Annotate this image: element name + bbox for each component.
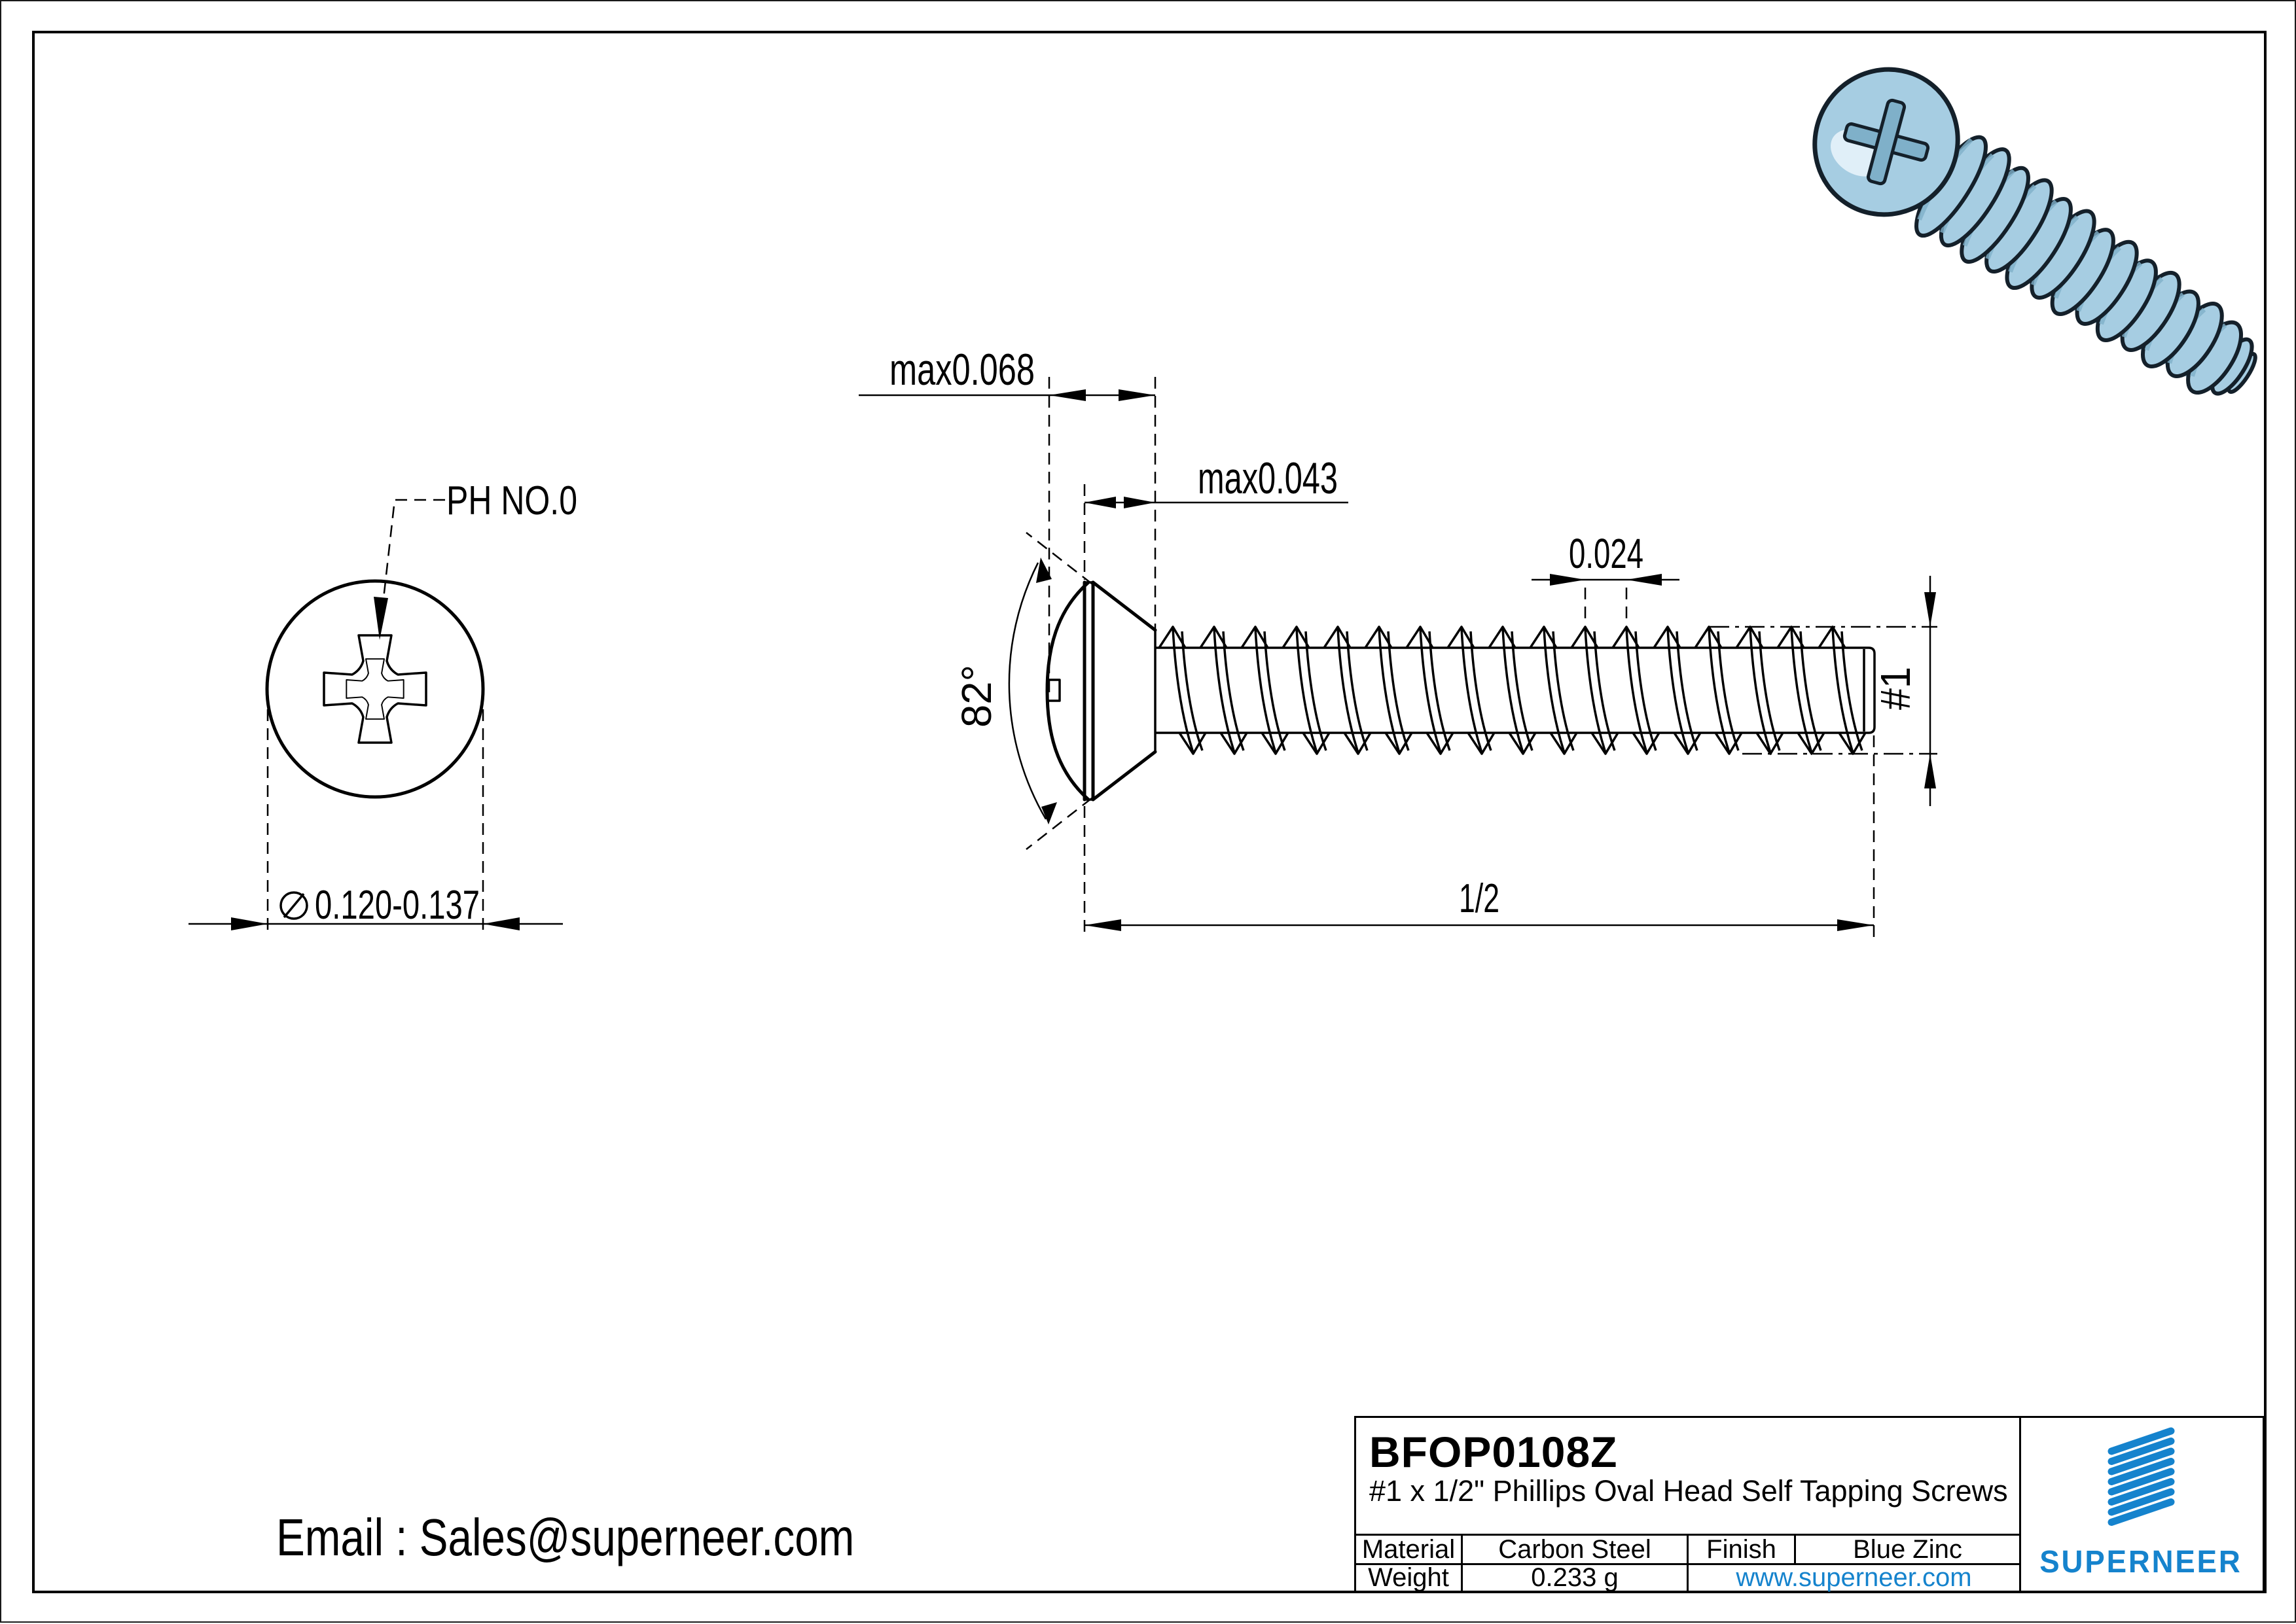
part-number: BFOP0108Z <box>1369 1428 1618 1476</box>
head-outline <box>265 579 485 799</box>
material-value: Carbon Steel <box>1498 1534 1651 1564</box>
angle-ext-top <box>1026 532 1092 584</box>
phillips-drive-icon <box>1842 98 1930 186</box>
angle-ext-bottom <box>1026 798 1092 850</box>
angle-dim: 82° <box>953 665 1000 728</box>
brand-wordmark: SUPERNEER <box>2039 1545 2242 1580</box>
angle-arrow-bottom <box>1041 802 1057 824</box>
size-arrow-bottom <box>1924 754 1936 788</box>
weight-label: Weight <box>1368 1563 1449 1592</box>
head-height-arrow-left <box>1049 389 1086 401</box>
size-arrow-top <box>1924 592 1936 627</box>
superneer-logo-icon <box>2108 1427 2175 1526</box>
size-dim: #1 <box>1872 667 1919 710</box>
drive-label: PH NO.0 <box>446 478 577 523</box>
shank-end-cap <box>1868 646 1876 734</box>
diameter-arrow-right <box>483 917 520 930</box>
crown-arrow-left <box>1085 497 1116 508</box>
head-cone-bottom <box>1091 750 1157 802</box>
pitch-dim: 0.024 <box>1569 530 1643 577</box>
screw-3d-threads <box>1914 135 2257 396</box>
part-description: #1 x 1/2" Phillips Oval Head Self Tappin… <box>1369 1474 2008 1508</box>
website-link[interactable]: www.superneer.com <box>1736 1563 1972 1592</box>
finish-label: Finish <box>1706 1534 1776 1564</box>
drive-leader-arrow <box>374 597 388 640</box>
screw-3d-render <box>1812 67 2257 396</box>
head-recess-notch <box>1048 679 1061 702</box>
phillips-recess-outer <box>323 634 427 744</box>
material-label: Material <box>1361 1534 1456 1564</box>
angle-arc <box>1008 562 1047 820</box>
head-height-dim: max0.068 <box>889 345 1035 395</box>
phillips-recess-inner <box>346 658 404 720</box>
finish-value: Blue Zinc <box>1853 1534 1962 1564</box>
head-dome <box>1045 580 1090 802</box>
angle-arrow-top <box>1036 557 1052 583</box>
sheet-frame <box>32 31 2267 1593</box>
crown-height-dim: max0.043 <box>1198 453 1338 503</box>
thread-profile <box>1158 626 1867 755</box>
diameter-arrow-left <box>231 917 268 930</box>
length-arrow-right <box>1837 919 1874 931</box>
head-top-view: PH NO.0 0.120-0.137 <box>188 478 577 933</box>
diameter-dim: 0.120-0.137 <box>315 883 480 928</box>
length-dim: 1/2 <box>1459 876 1499 921</box>
head-height-arrow-right <box>1119 389 1155 401</box>
length-arrow-left <box>1085 919 1121 931</box>
screw-side-view: max0.068 max0.043 0.024 82° #1 <box>859 345 1937 937</box>
pitch-arrow-right <box>1626 574 1662 586</box>
weight-value: 0.233 g <box>1531 1563 1619 1592</box>
contact-email: Email : Sales@superneer.com <box>276 1508 855 1566</box>
diameter-symbol-icon <box>279 891 308 920</box>
pitch-arrow-left <box>1550 574 1585 586</box>
head-cone-top <box>1091 580 1157 632</box>
crown-arrow-right <box>1124 497 1155 508</box>
drive-leader-line <box>380 499 445 622</box>
title-block: BFOP0108Z #1 x 1/2" Phillips Oval Head S… <box>1354 1416 2265 1593</box>
